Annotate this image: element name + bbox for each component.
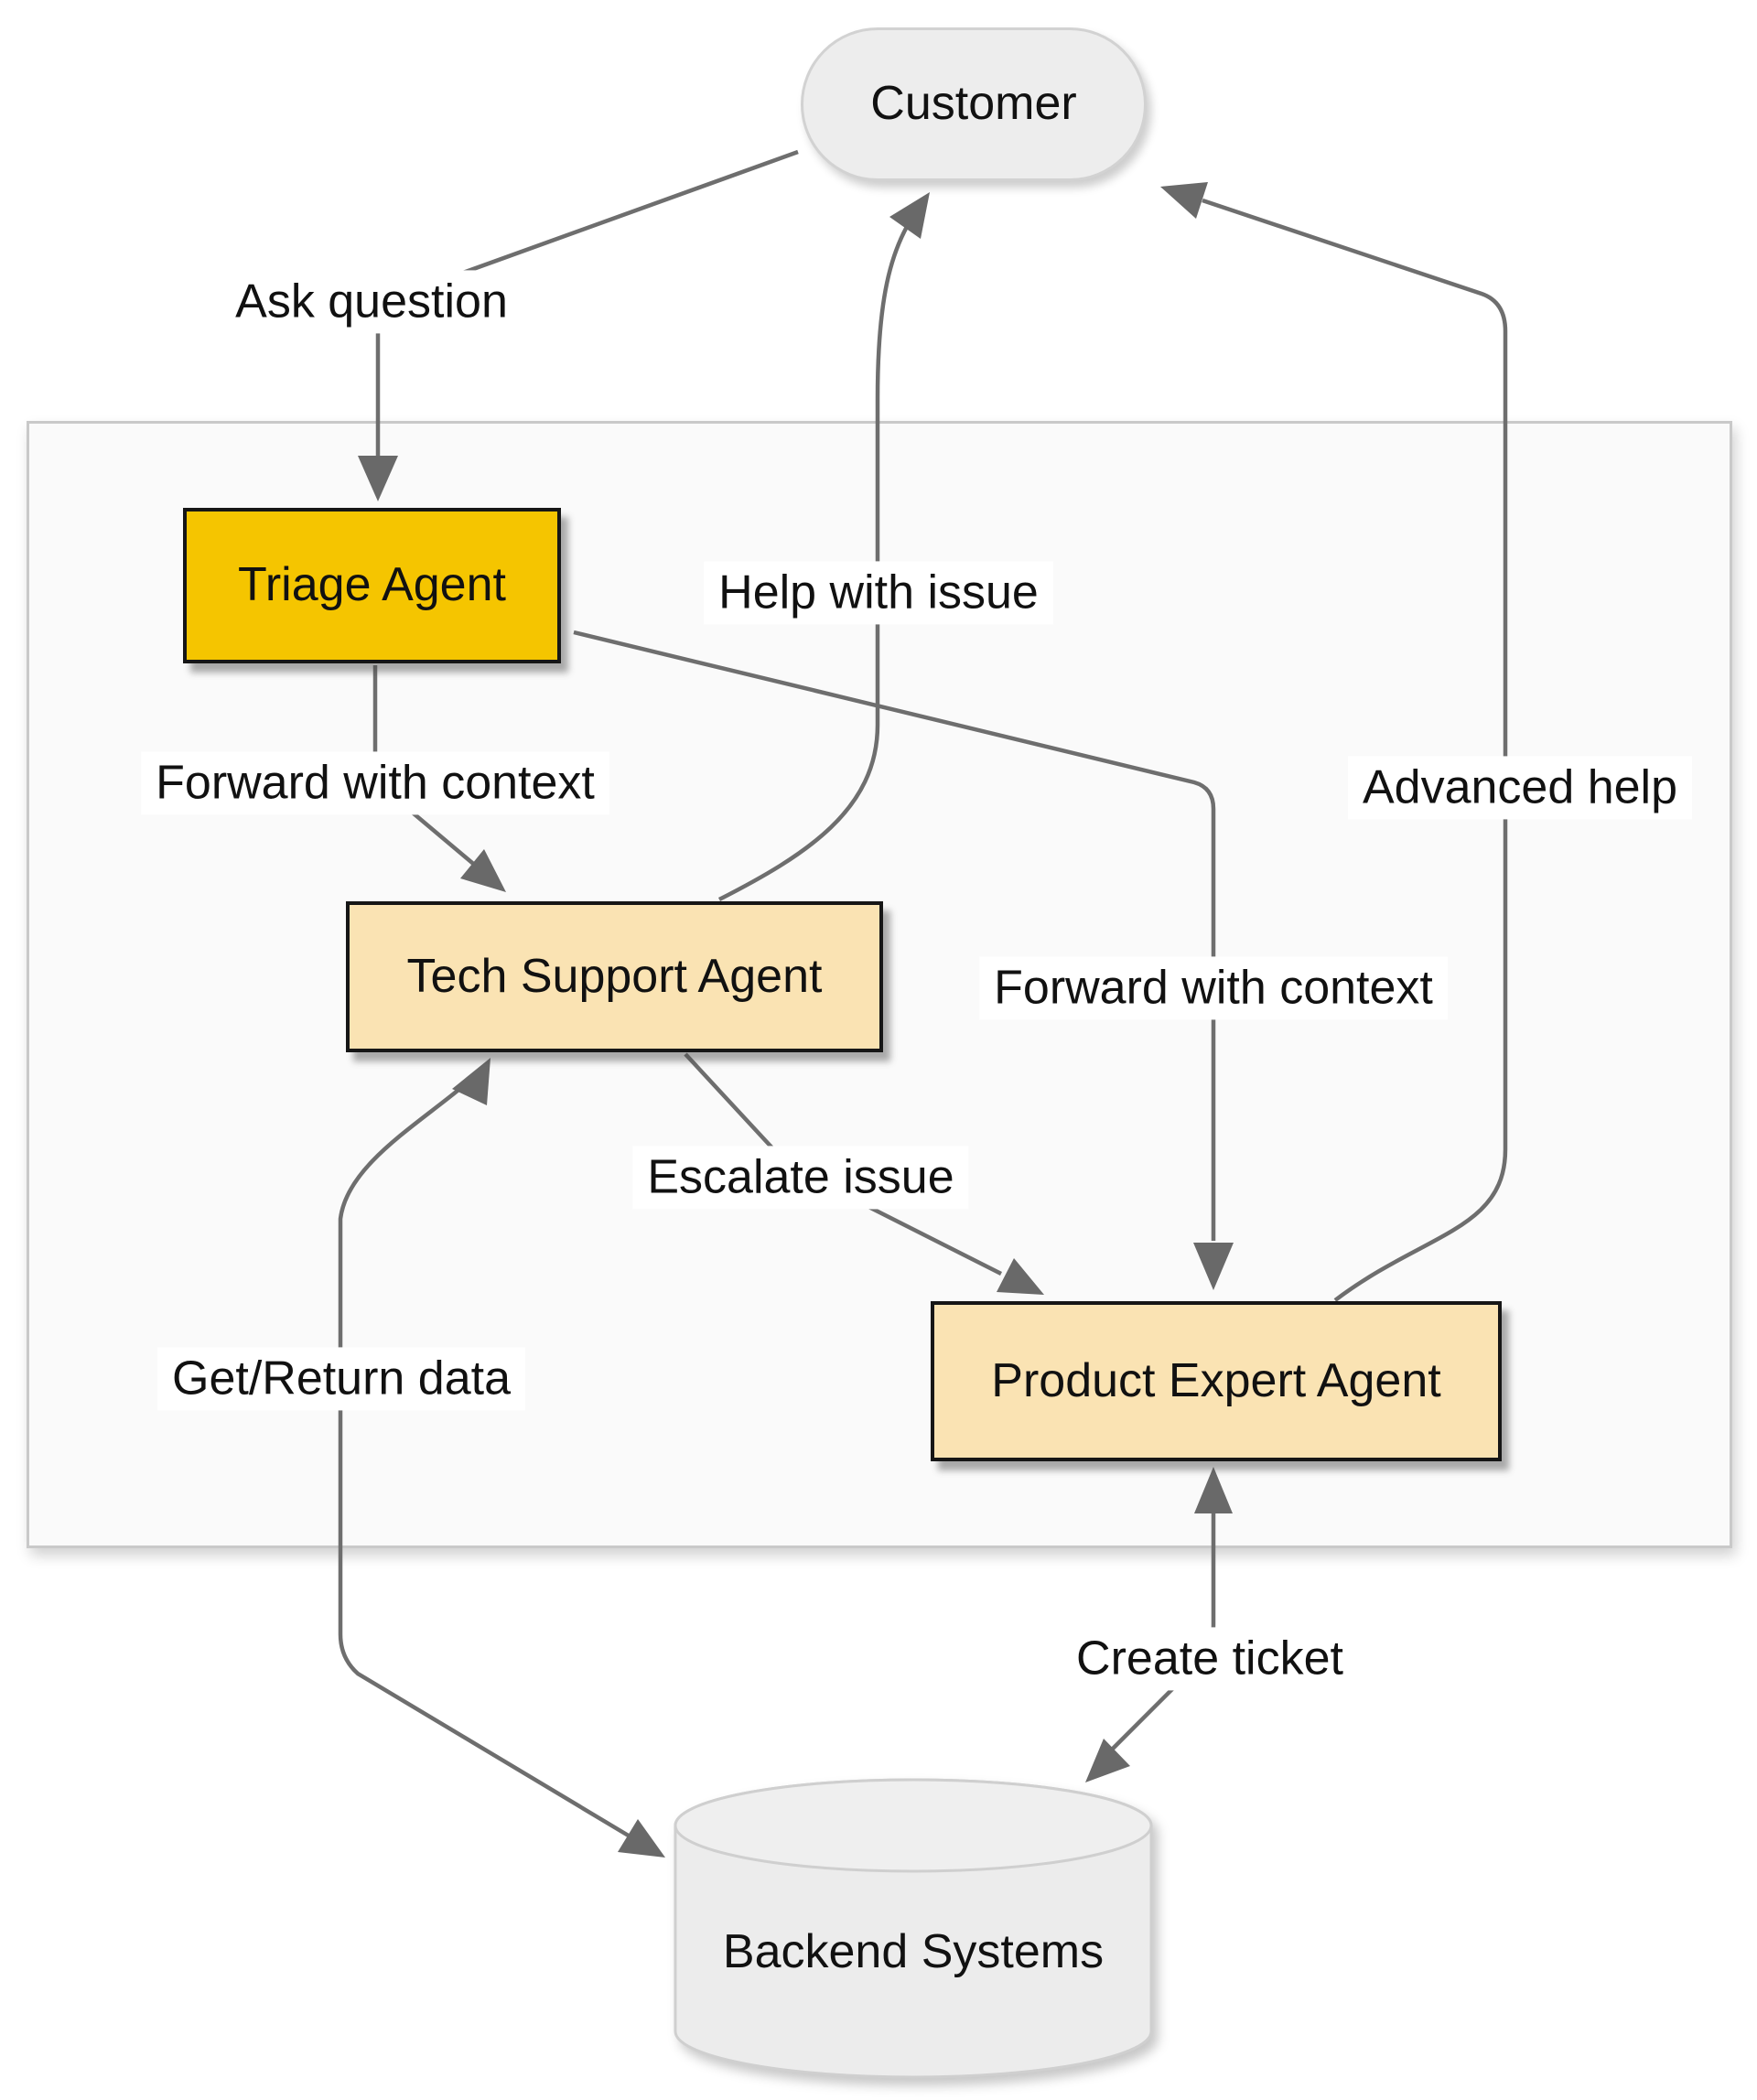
- node-triage-agent: Triage Agent: [183, 508, 561, 663]
- edge-advanced-help: [1160, 182, 1508, 1302]
- node-product-expert-agent-label: Product Expert Agent: [991, 1353, 1441, 1407]
- edge-label-create-ticket: Create ticket: [1062, 1627, 1358, 1691]
- edge-label-ask-question: Ask question: [221, 270, 523, 334]
- edge-label-help-with-issue: Help with issue: [704, 561, 1053, 625]
- edge-label-get-return-data: Get/Return data: [157, 1347, 525, 1411]
- edge-forward-with-context-right: [573, 630, 1234, 1290]
- node-customer-label: Customer: [870, 77, 1077, 131]
- edge-label-forward-with-context-2: Forward with context: [979, 956, 1448, 1020]
- edge-get-return-data: [338, 1058, 665, 1858]
- node-customer: Customer: [801, 27, 1147, 181]
- edge-help-with-issue: [717, 192, 930, 902]
- edge-label-escalate-issue: Escalate issue: [632, 1146, 969, 1210]
- node-product-expert-agent: Product Expert Agent: [931, 1301, 1502, 1461]
- node-tech-support-agent-label: Tech Support Agent: [406, 949, 823, 1003]
- edge-create-ticket: [1085, 1467, 1233, 1782]
- edge-label-advanced-help: Advanced help: [1347, 756, 1693, 820]
- edge-label-forward-with-context-1: Forward with context: [141, 751, 609, 815]
- node-backend-systems-label: Backend Systems: [722, 1925, 1105, 1978]
- node-tech-support-agent: Tech Support Agent: [346, 901, 883, 1052]
- node-backend-systems: Backend Systems: [703, 1922, 1124, 1982]
- node-triage-agent-label: Triage Agent: [238, 558, 506, 612]
- backend-systems-cylinder: [674, 1778, 1153, 2079]
